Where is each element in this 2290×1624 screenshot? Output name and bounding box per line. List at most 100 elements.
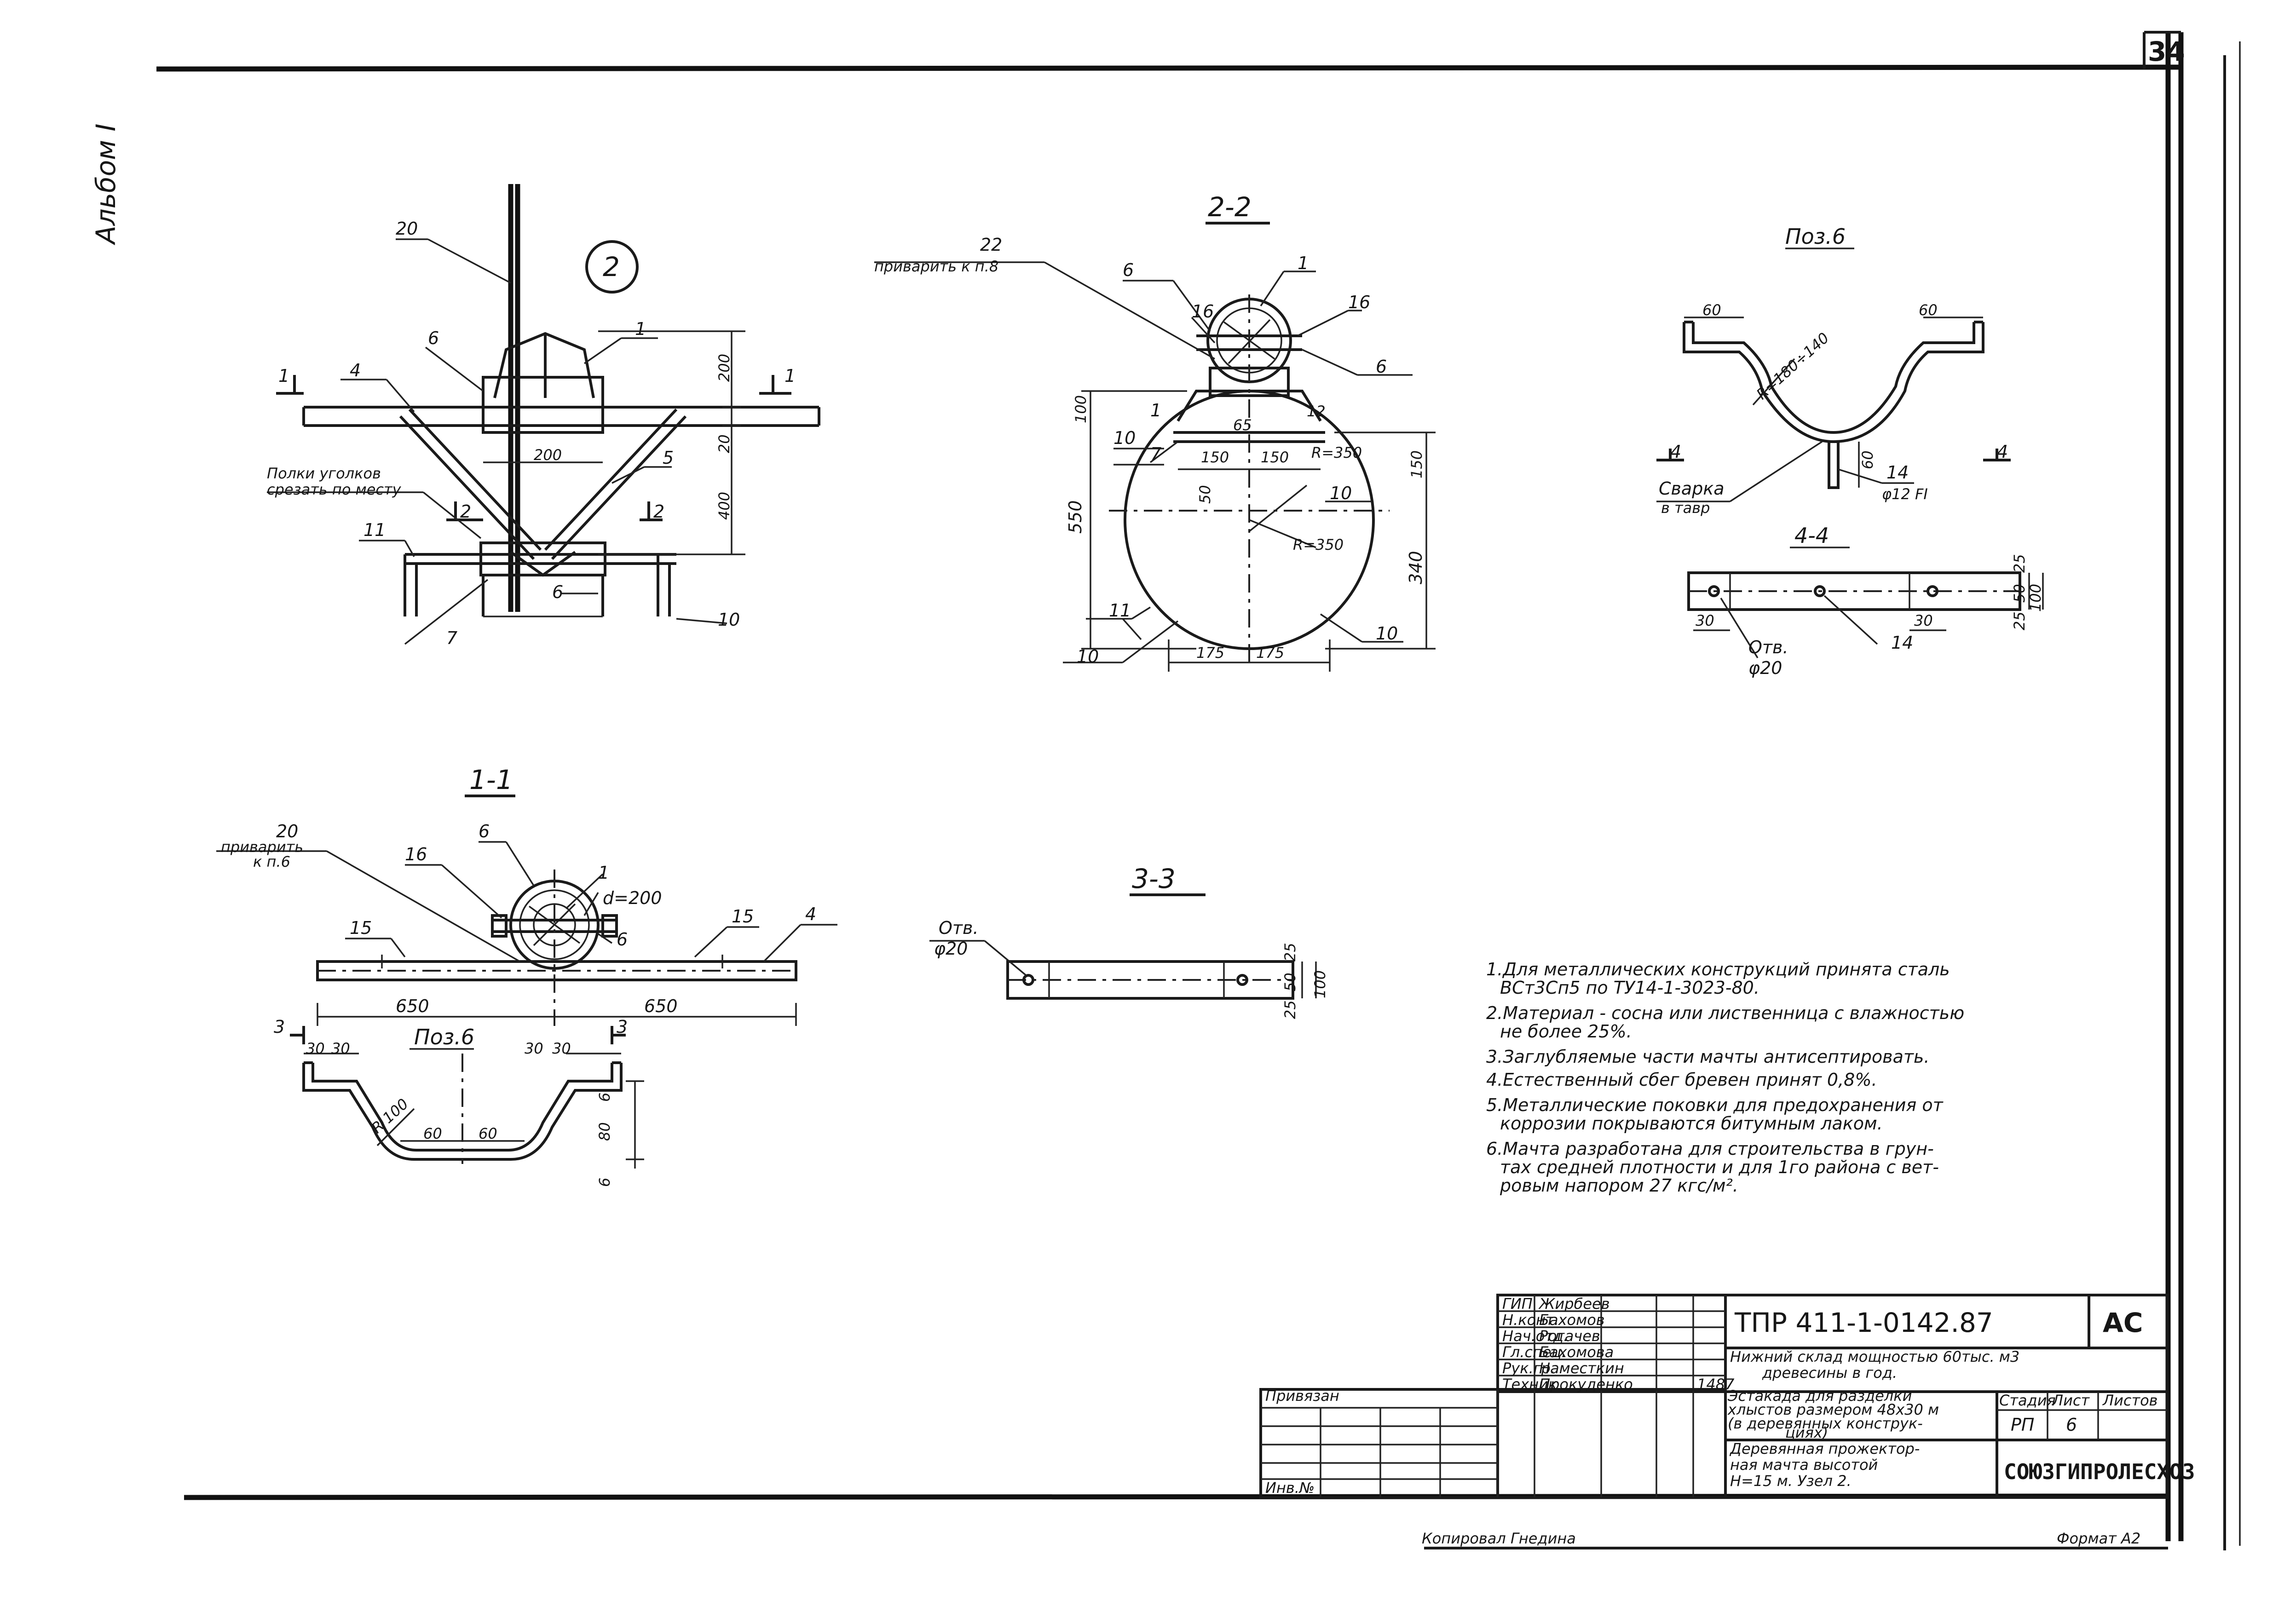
pos6-top-labels: Поз.6 60 60 R=180÷140 60 4 4 14 φ12 FI С…: [1659, 224, 2008, 517]
svg-text:14: 14: [1891, 633, 1913, 653]
pos6-top: [1656, 317, 2011, 502]
section-1-1-title: 1-1: [469, 764, 513, 795]
svg-text:550: 550: [1065, 500, 1085, 534]
svg-text:6: 6: [617, 929, 628, 950]
svg-text:50: 50: [2011, 584, 2028, 603]
svg-text:4: 4: [1670, 442, 1681, 462]
section-1-1: [216, 841, 837, 1026]
svg-text:11: 11: [363, 520, 386, 540]
svg-text:3: 3: [617, 1017, 628, 1037]
svg-text:1: 1: [635, 319, 646, 339]
album-label: Альбом I: [90, 124, 121, 246]
svg-text:175: 175: [1256, 644, 1284, 662]
svg-text:25: 25: [1281, 943, 1299, 962]
svg-text:Стадия: Стадия: [1999, 1392, 2056, 1409]
svg-text:30: 30: [552, 1040, 571, 1057]
svg-text:25: 25: [2011, 554, 2028, 573]
general-notes: 1.Для металлических конструкций принята …: [1486, 959, 1964, 1196]
svg-text:20: 20: [715, 434, 733, 453]
svg-text:ная мачта высотой: ная мачта высотой: [1730, 1456, 1878, 1474]
svg-text:к п.6: к п.6: [253, 853, 290, 870]
svg-text:φ20: φ20: [934, 939, 968, 959]
svg-text:12: 12: [1307, 403, 1326, 420]
title-block-text: ТПР 411-1-0142.87 АС Нижний склад мощнос…: [1265, 1295, 2195, 1547]
svg-text:1: 1: [278, 366, 289, 386]
note-line: тах средней плотности и для 1го района с…: [1500, 1157, 1939, 1177]
svg-text:Техник: Техник: [1502, 1376, 1557, 1393]
svg-text:60: 60: [1919, 301, 1938, 319]
svg-text:1487: 1487: [1697, 1376, 1735, 1393]
sheet-number: 34: [2148, 36, 2185, 67]
svg-text:φ20: φ20: [1748, 658, 1782, 678]
svg-text:60: 60: [423, 1125, 442, 1142]
pos6-top-title: Поз.6: [1785, 224, 1846, 249]
svg-text:400: 400: [715, 492, 733, 520]
svg-text:175: 175: [1196, 644, 1224, 662]
svg-text:φ12 FI: φ12 FI: [1882, 485, 1928, 503]
copied-by: Копировал Гнедина: [1422, 1530, 1576, 1547]
org-name: СОЮЗГИПРОЛЕСХОЗ: [2004, 1459, 2195, 1484]
svg-text:6: 6: [596, 1093, 613, 1102]
svg-text:650: 650: [644, 996, 678, 1016]
svg-text:60: 60: [479, 1125, 497, 1142]
svg-text:100: 100: [2027, 584, 2044, 612]
note-line: ВСт3Сп5 по ТУ14-1-3023-80.: [1500, 978, 1759, 998]
svg-text:30: 30: [306, 1040, 325, 1057]
svg-text:Эстакада для разделки: Эстакада для разделки: [1727, 1387, 1912, 1405]
sheet-format: Формат А2: [2057, 1530, 2140, 1547]
svg-text:Отв.: Отв.: [1748, 637, 1788, 657]
note-line: 5.Металлические поковки для предохранени…: [1486, 1095, 1944, 1115]
svg-text:10: 10: [1077, 646, 1099, 667]
node-labels: 20 1 6 4 1 1 200 200 20 5 400 2 2 11 6 7…: [267, 219, 796, 648]
svg-text:Листов: Листов: [2102, 1392, 2158, 1409]
svg-text:6: 6: [1123, 260, 1134, 280]
pos6-bottom-title: Поз.6: [414, 1025, 474, 1049]
svg-text:циях): циях): [1785, 1424, 1828, 1441]
svg-text:5: 5: [663, 448, 674, 468]
svg-text:2: 2: [653, 501, 664, 522]
section-4-4: [1687, 571, 2044, 658]
svg-text:20: 20: [276, 821, 298, 841]
svg-text:R 100: R 100: [368, 1095, 412, 1137]
svg-text:10: 10: [1376, 623, 1398, 644]
svg-text:30: 30: [1914, 612, 1933, 629]
svg-text:2: 2: [460, 501, 471, 522]
svg-text:150: 150: [1408, 450, 1425, 478]
svg-text:50: 50: [1281, 973, 1299, 991]
svg-text:1: 1: [784, 366, 796, 386]
section-2-2-title: 2-2: [1208, 191, 1252, 223]
svg-text:Наместкин: Наместкин: [1539, 1359, 1624, 1377]
svg-text:30: 30: [331, 1040, 350, 1057]
svg-text:10: 10: [1330, 483, 1352, 503]
svg-text:(в деревянных конструк-: (в деревянных конструк-: [1728, 1415, 1923, 1432]
svg-text:1: 1: [1150, 400, 1161, 420]
svg-text:4: 4: [350, 360, 361, 380]
svg-text:Рук.гр.: Рук.гр.: [1502, 1359, 1555, 1377]
svg-text:6: 6: [428, 328, 439, 348]
svg-text:16: 16: [1192, 301, 1214, 322]
svg-text:11: 11: [1109, 600, 1131, 621]
svg-text:Н=15 м. Узел 2.: Н=15 м. Узел 2.: [1730, 1472, 1852, 1490]
svg-text:100: 100: [1072, 395, 1090, 423]
svg-text:Прокуденко: Прокуденко: [1539, 1376, 1633, 1393]
pos6-bottom-labels: Поз.6 3 30 30 30 30 3 R 100 60 60 6 80 6: [274, 1017, 628, 1187]
svg-text:16: 16: [405, 844, 427, 864]
svg-text:80: 80: [596, 1122, 613, 1141]
svg-text:25: 25: [1281, 1000, 1299, 1019]
note-line: 6.Мачта разработана для строительства в …: [1486, 1139, 1934, 1159]
section-1-1-labels: 1-1 20 приварить к п.6 16 6 1 d=200 6 15…: [221, 764, 816, 1016]
svg-text:20: 20: [396, 219, 418, 239]
svg-text:РП: РП: [2011, 1415, 2035, 1435]
svg-text:d=200: d=200: [603, 888, 662, 908]
node-badge-text: 2: [603, 251, 620, 282]
section-3-3: [929, 940, 1317, 1000]
svg-text:Жирбеев: Жирбеев: [1538, 1295, 1610, 1313]
svg-text:60: 60: [1702, 301, 1721, 319]
note-line: 1.Для металлических конструкций принята …: [1486, 959, 1950, 979]
svg-text:30: 30: [1696, 612, 1714, 629]
svg-text:6: 6: [596, 1178, 613, 1187]
svg-text:340: 340: [1406, 551, 1426, 584]
svg-text:срезать по месту: срезать по месту: [267, 481, 402, 498]
svg-text:25: 25: [2011, 611, 2028, 630]
